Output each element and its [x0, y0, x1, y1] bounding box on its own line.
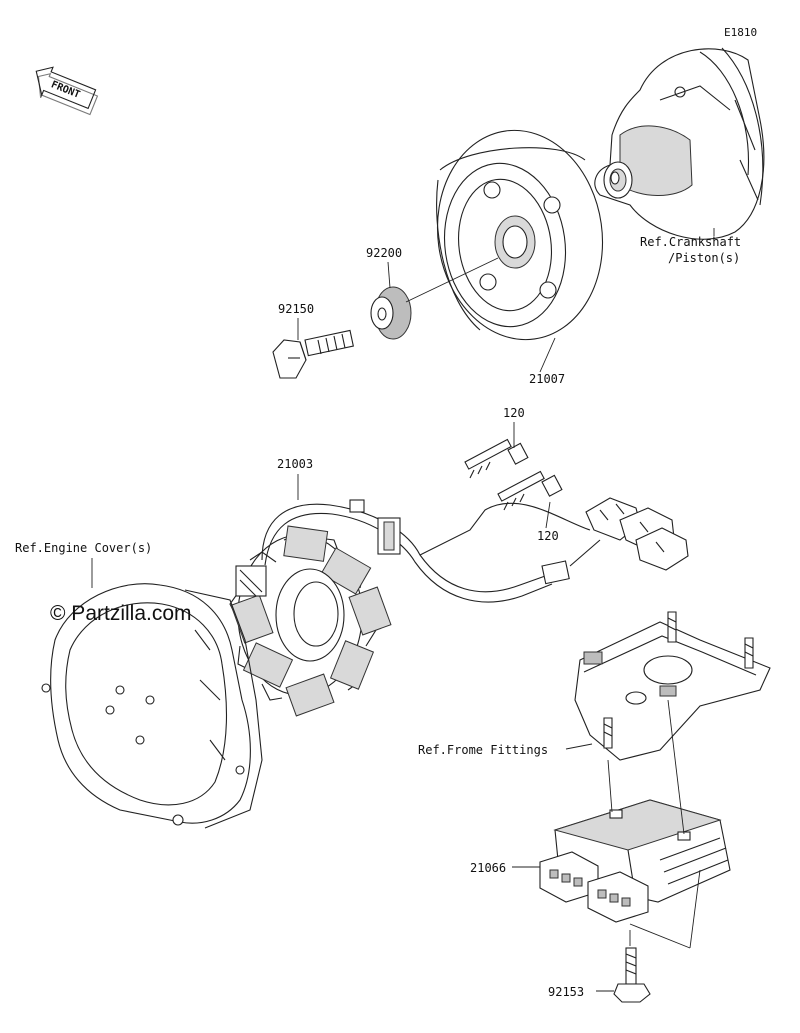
part-regulator-bolt-number: 92153 — [548, 985, 584, 999]
engine-cover-ref — [41, 583, 263, 829]
ref-frame-fittings-label: Ref.Frome Fittings — [418, 743, 548, 757]
ref-piston-label: /Piston(s) — [668, 251, 740, 265]
ref-crankshaft-label: Ref.Crankshaft — [640, 235, 741, 249]
part-regulator-number: 21066 — [470, 861, 506, 875]
part-bolt-upper-number: 120 — [503, 406, 525, 420]
stator-connector — [585, 497, 689, 571]
part-flywheel-number: 21007 — [529, 372, 565, 386]
frame-fittings-ref — [574, 611, 771, 761]
washer — [370, 286, 412, 340]
watermark-text: © Partzilla.com — [50, 602, 192, 625]
regulator-bolt — [613, 947, 651, 1003]
crankshaft-ref — [594, 47, 765, 240]
regulator-connector-right — [587, 871, 649, 923]
flywheel-rotor — [436, 129, 604, 341]
part-stator-number: 21003 — [277, 457, 313, 471]
stator-assembly — [229, 497, 689, 717]
regulator-rectifier — [539, 799, 731, 923]
part-bolt-number: 92150 — [278, 302, 314, 316]
stator-bolt-upper — [464, 438, 529, 479]
stator-bolt-lower — [497, 470, 563, 511]
part-washer-number: 92200 — [366, 246, 402, 260]
part-bolt-lower-number: 120 — [537, 529, 559, 543]
flywheel-bolt — [272, 329, 354, 379]
front-arrow-icon: FRONT — [35, 66, 99, 116]
diagram-code: E1810 — [724, 26, 757, 39]
ref-engine-cover-label: Ref.Engine Cover(s) — [15, 541, 152, 555]
